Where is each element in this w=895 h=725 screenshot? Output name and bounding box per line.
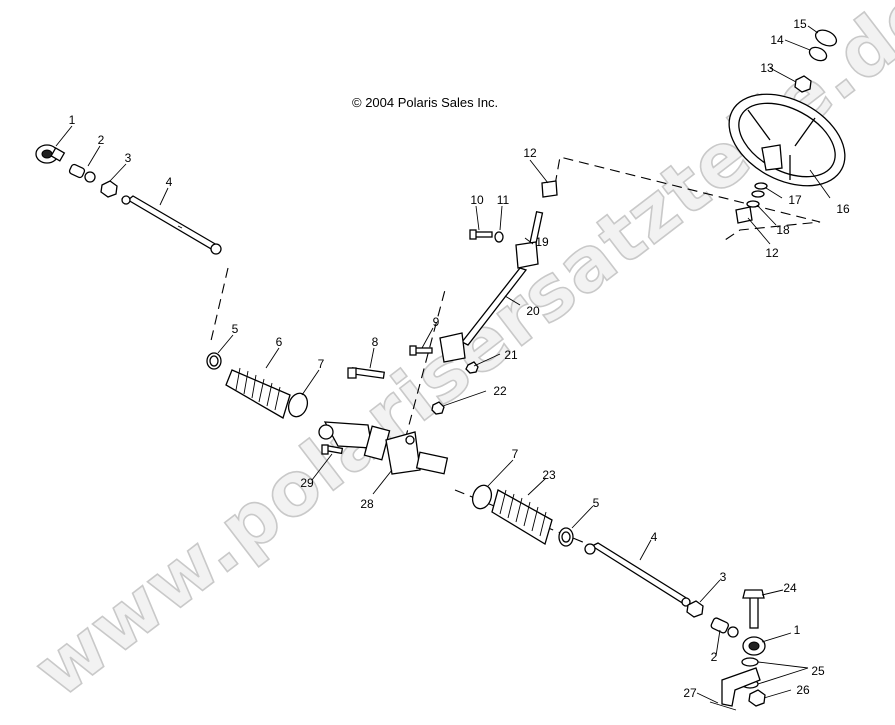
u-joint-bolt-upper xyxy=(469,229,493,240)
callout-29: 29 xyxy=(300,476,314,490)
inner-tie-rod-lower xyxy=(584,542,691,607)
tie-rod-end-lower xyxy=(742,636,766,656)
boot-clamp-right xyxy=(471,484,493,510)
steering-wheel xyxy=(728,93,846,187)
mounting-bolt-long xyxy=(347,367,385,379)
copyright-text: © 2004 Polaris Sales Inc. xyxy=(352,95,498,110)
callout-1-upper: 1 xyxy=(69,113,76,127)
rack-boot-left xyxy=(225,367,291,419)
wheel-nut xyxy=(794,75,812,93)
callout-22: 22 xyxy=(493,384,507,398)
jam-nut-upper xyxy=(100,180,118,198)
spindle-bolt xyxy=(742,589,765,629)
ball-joint-upper xyxy=(68,163,96,183)
center-cap xyxy=(814,29,838,47)
steering-shaft-upper xyxy=(515,210,544,269)
callout-17: 17 xyxy=(788,193,802,207)
callout-8: 8 xyxy=(372,335,379,349)
lock-nut-22 xyxy=(431,401,445,415)
jam-nut-lower xyxy=(686,600,704,618)
callout-5-left: 5 xyxy=(232,322,239,336)
callout-1-lower: 1 xyxy=(794,623,801,637)
inner-tie-rod-upper xyxy=(121,195,222,255)
callout-11: 11 xyxy=(497,193,510,207)
callout-3-lower: 3 xyxy=(720,570,727,584)
callout-labels: 1 2 3 4 5 6 7 8 9 10 11 12 12 13 14 15 1… xyxy=(69,17,850,700)
callout-24: 24 xyxy=(783,581,797,595)
clamp-ring-left xyxy=(206,352,222,370)
callout-21: 21 xyxy=(504,348,518,362)
callout-9: 9 xyxy=(433,315,440,329)
spacer-18 xyxy=(746,200,760,208)
callout-14: 14 xyxy=(770,33,784,47)
callout-10: 10 xyxy=(470,193,484,207)
callout-13: 13 xyxy=(760,61,774,75)
callout-26: 26 xyxy=(796,683,810,697)
rack-boot-right xyxy=(491,489,553,545)
callout-25: 25 xyxy=(811,664,825,678)
callout-7-right: 7 xyxy=(512,447,519,461)
callout-23: 23 xyxy=(542,468,556,482)
callout-4-lower: 4 xyxy=(651,530,658,544)
steering-rack-housing xyxy=(318,421,449,475)
callout-19: 19 xyxy=(535,235,549,249)
intermediate-shaft xyxy=(439,267,528,363)
callout-4-upper: 4 xyxy=(166,175,173,189)
tie-rod-end-upper xyxy=(35,144,66,164)
callout-28: 28 xyxy=(360,497,374,511)
cotter-pin xyxy=(709,701,737,711)
callout-6: 6 xyxy=(276,335,283,349)
callout-18: 18 xyxy=(776,223,790,237)
clamp-ring-right xyxy=(558,527,574,547)
bushing-lower xyxy=(735,206,753,224)
callout-15: 15 xyxy=(793,17,807,31)
washer-11 xyxy=(494,231,504,243)
callout-16: 16 xyxy=(836,202,850,216)
ball-joint-lower xyxy=(710,617,739,638)
callout-7-left: 7 xyxy=(318,357,325,371)
steering-arm-bracket xyxy=(721,667,761,707)
leader-lines xyxy=(55,25,831,704)
callout-5-right: 5 xyxy=(593,496,600,510)
housing-bolt xyxy=(321,444,344,455)
spacer-17 xyxy=(751,182,768,198)
callout-2-upper: 2 xyxy=(98,133,105,147)
boot-clamp-left xyxy=(287,392,309,418)
lock-nut-21 xyxy=(465,361,479,374)
bushing-upper xyxy=(541,180,558,198)
callout-27: 27 xyxy=(683,686,697,700)
callout-12-upper: 12 xyxy=(523,146,537,160)
u-joint-bolt-lower xyxy=(409,345,433,356)
callout-12-lower: 12 xyxy=(765,246,779,260)
callout-20: 20 xyxy=(526,304,540,318)
callout-3-upper: 3 xyxy=(125,151,132,165)
callout-2-lower: 2 xyxy=(711,650,718,664)
lock-nut-26 xyxy=(748,689,766,707)
